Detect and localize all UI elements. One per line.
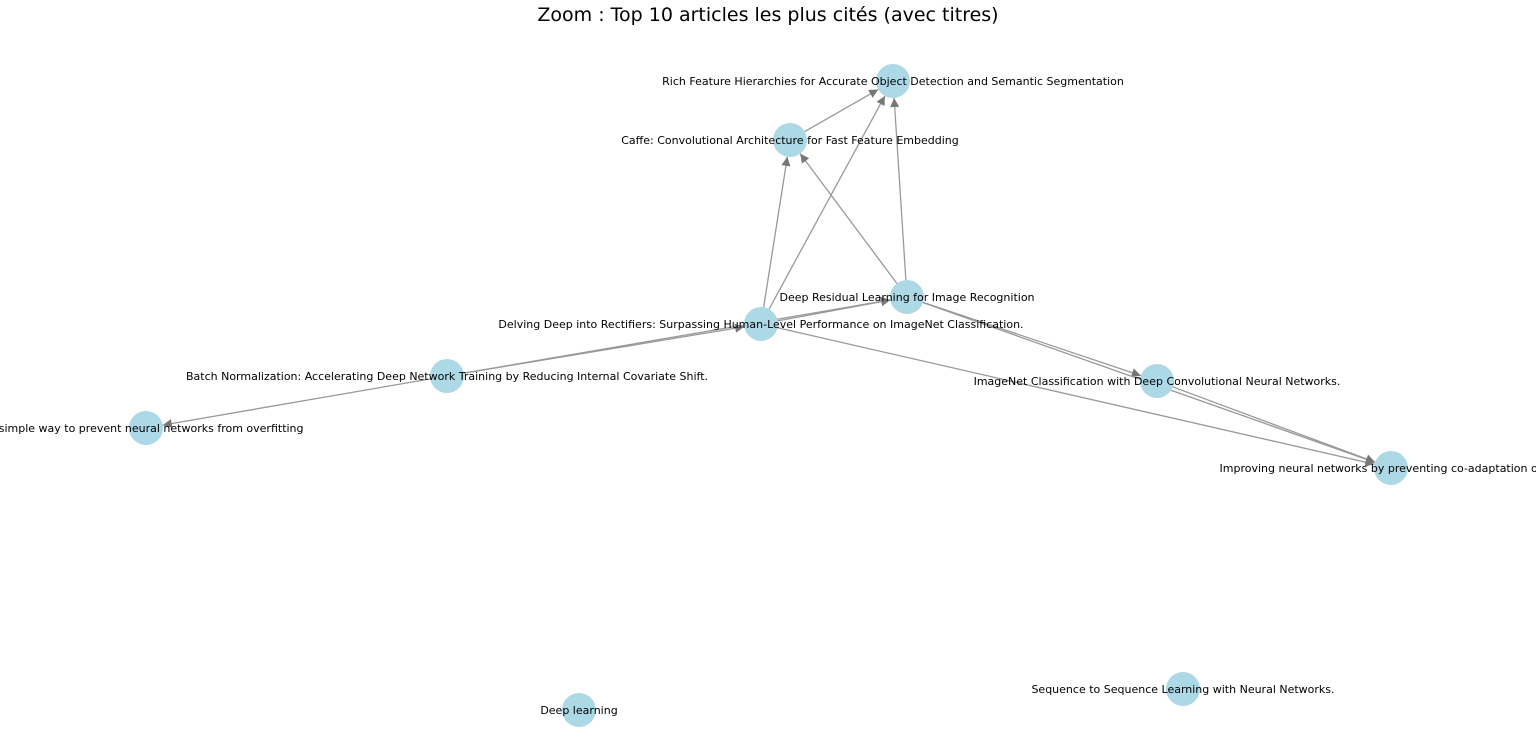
- edge-prelu-caffe: [763, 156, 791, 308]
- node-label-prelu: Delving Deep into Rectifiers: Surpassing…: [498, 318, 1023, 331]
- node-label-dropout: a simple way to prevent neural networks …: [0, 422, 304, 435]
- node-dl[interactable]: [562, 693, 596, 727]
- node-coadapt[interactable]: [1374, 451, 1408, 485]
- graph-title: Zoom : Top 10 articles les plus cités (a…: [537, 4, 998, 26]
- node-prelu[interactable]: [744, 307, 778, 341]
- edge-prelu-coadapt: [777, 327, 1375, 467]
- node-resnet[interactable]: [890, 280, 924, 314]
- node-label-dl: Deep learning: [540, 704, 617, 717]
- node-bn[interactable]: [430, 359, 464, 393]
- node-seq2seq[interactable]: [1166, 672, 1200, 706]
- edge-resnet-alexnet: [922, 301, 1142, 378]
- edge-prelu-rich: [768, 95, 886, 310]
- edge-alexnet-coadapt: [1172, 386, 1376, 464]
- edge-resnet-caffe: [799, 153, 898, 284]
- node-label-caffe: Caffe: Convolutional Architecture for Fa…: [621, 134, 959, 147]
- node-label-rich: Rich Feature Hierarchies for Accurate Ob…: [662, 75, 1124, 88]
- node-alexnet[interactable]: [1140, 364, 1174, 398]
- node-label-alexnet: ImageNet Classification with Deep Convol…: [974, 375, 1341, 388]
- edges-layer: [162, 88, 1376, 467]
- node-rich[interactable]: [876, 64, 910, 98]
- node-caffe[interactable]: [773, 123, 807, 157]
- nodes-layer: [129, 64, 1408, 727]
- node-label-coadapt: Improving neural networks by preventing …: [1220, 462, 1536, 475]
- node-label-seq2seq: Sequence to Sequence Learning with Neura…: [1031, 683, 1334, 696]
- edge-caffe-rich: [804, 88, 879, 133]
- edge-bn-resnet: [463, 296, 891, 374]
- edge-resnet-rich: [890, 97, 907, 281]
- node-dropout[interactable]: [129, 411, 163, 445]
- node-label-resnet: Deep Residual Learning for Image Recogni…: [779, 291, 1034, 304]
- edge-bn-dropout: [162, 378, 431, 429]
- node-label-bn: Batch Normalization: Accelerating Deep N…: [186, 370, 708, 383]
- labels-layer: Rich Feature Hierarchies for Accurate Ob…: [0, 75, 1536, 717]
